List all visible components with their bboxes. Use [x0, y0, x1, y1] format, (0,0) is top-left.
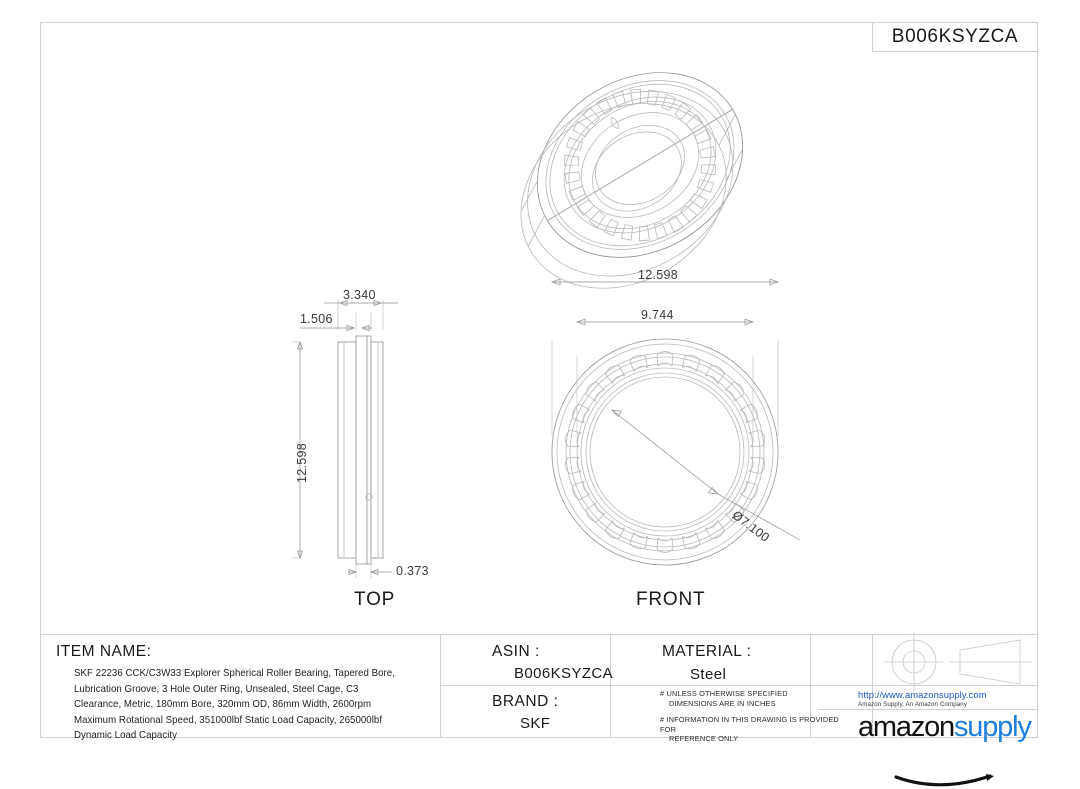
material-value: Steel [690, 666, 727, 683]
amazonsupply-logo: amazonsupply [858, 712, 1054, 742]
title-block: ITEM NAME: SKF 22236 CCK/C3W33 Explorer … [40, 634, 1038, 787]
drawing-sheet-border [40, 22, 1038, 738]
brand-value: SKF [520, 715, 551, 732]
amazonsupply-company-line: Amazon Supply, An Amazon Company [858, 701, 968, 708]
asin-cell: ASIN : B006KSYZCA [492, 643, 613, 682]
note-units-line1: # UNLESS OTHERWISE SPECIFIED [660, 689, 788, 698]
item-name-value: SKF 22236 CCK/C3W33 Explorer Spherical R… [74, 668, 395, 741]
amazonsupply-url[interactable]: http://www.amazonsupply.com [858, 689, 987, 700]
dimension-top-width-inner: 1.506 [300, 312, 333, 326]
title-block-divider-3 [810, 635, 811, 738]
title-block-divider-4 [872, 635, 873, 738]
logo-supply-text: supply [953, 711, 1032, 743]
dimension-top-groove: 0.373 [396, 564, 429, 578]
title-block-logo-divider [818, 709, 1038, 710]
drawing-notes: # UNLESS OTHERWISE SPECIFIED DIMENSIONS … [660, 689, 850, 751]
title-block-divider-2 [610, 635, 611, 738]
dimension-front-inner-diameter: 9.744 [641, 308, 674, 322]
amazon-smile-icon [894, 774, 994, 787]
amazonsupply-branding: http://www.amazonsupply.com Amazon Suppl… [858, 689, 1054, 787]
material-label: MATERIAL : [662, 643, 752, 660]
item-name-label: ITEM NAME: [56, 643, 152, 660]
dimension-front-outer-diameter: 12.598 [638, 268, 679, 282]
item-name-cell: ITEM NAME: SKF 22236 CCK/C3W33 Explorer … [56, 643, 426, 744]
projection-symbol [884, 632, 1032, 692]
front-circular-view [550, 278, 801, 566]
note-reference-line1: # INFORMATION IN THIS DRAWING IS PROVIDE… [660, 715, 839, 734]
title-block-row-divider-right [810, 685, 1038, 686]
title-block-divider-1 [440, 635, 441, 738]
brand-cell: BRAND : SKF [492, 693, 558, 732]
title-block-row-divider-left [440, 685, 810, 686]
asin-title-tag: B006KSYZCA [872, 22, 1038, 52]
brand-label: BRAND : [492, 693, 559, 710]
material-cell: MATERIAL : Steel [662, 643, 751, 683]
asin-label: ASIN : [492, 643, 540, 660]
isometric-bearing-view [520, 72, 744, 289]
view-label-front: FRONT [636, 589, 706, 610]
logo-amazon-text: amazon [858, 711, 955, 743]
note-reference: # INFORMATION IN THIS DRAWING IS PROVIDE… [660, 715, 850, 744]
note-units: # UNLESS OTHERWISE SPECIFIED DIMENSIONS … [660, 689, 850, 708]
asin-tag-text: B006KSYZCA [891, 26, 1019, 47]
note-units-line2: DIMENSIONS ARE IN INCHES [669, 698, 776, 708]
note-reference-line2: REFERENCE ONLY [669, 734, 739, 744]
top-section-view [292, 299, 398, 578]
view-label-top: TOP [354, 589, 396, 610]
dimension-top-width-outer: 3.340 [343, 288, 376, 302]
asin-value: B006KSYZCA [514, 665, 614, 682]
